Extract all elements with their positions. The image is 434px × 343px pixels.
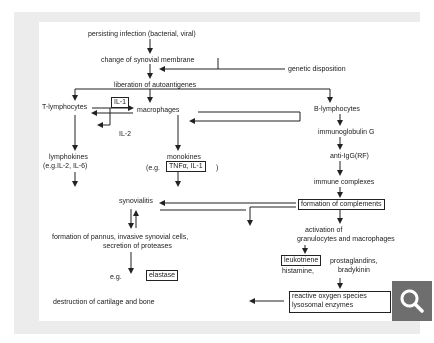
node-leukotriene-box: leukotriene <box>281 255 322 266</box>
node-prostaglandins: prostaglandins, <box>330 258 378 265</box>
node-eg: e.g. <box>110 274 122 281</box>
figure-frame <box>14 12 420 334</box>
node-reactive-box: reactive oxygen species lysosomal enzyme… <box>289 291 391 313</box>
node-monokines-eg-suffix: ) <box>216 165 219 172</box>
node-destruction: destruction of cartilage and bone <box>53 299 155 306</box>
node-pannus-1: formation of pannus, invasive synovial c… <box>52 234 189 241</box>
node-complements-box: formation of complements <box>298 199 385 210</box>
node-autoantigenes: liberation of autoantigenes <box>114 82 197 89</box>
node-immunoglobulin: immunoglobulin G <box>318 129 375 136</box>
node-reactive-line-1: reactive oxygen species <box>292 293 367 300</box>
node-il2: IL-2 <box>119 131 132 138</box>
node-macrophages: macrophages <box>137 107 180 114</box>
node-histamine: histamine, <box>282 268 314 275</box>
node-pannus-2: secretion of proteases <box>103 243 172 250</box>
node-immune-complexes: immune complexes <box>314 179 375 186</box>
node-il1-box: IL-1 <box>111 97 130 108</box>
zoom-button[interactable] <box>392 281 432 321</box>
node-activation-2: granulocytes and macrophages <box>297 236 395 243</box>
node-monokines: monokines <box>167 154 201 161</box>
node-anti-igg: anti-IgG(RF) <box>330 153 369 160</box>
node-b-lymphocytes: B-lymphocytes <box>314 106 360 113</box>
node-lymphokines-eg: (e.g.IL-2, IL-6) <box>43 163 88 170</box>
node-membrane: change of synovial membrane <box>101 57 195 64</box>
node-activation-1: activation of <box>305 227 343 234</box>
node-genetic: genetic disposition <box>288 66 346 73</box>
node-monokines-box: TNFα, IL-1 <box>166 161 206 172</box>
node-lymphokines: lymphokines <box>49 154 88 161</box>
node-synovialitis: synovialitis <box>119 198 153 205</box>
node-monokines-eg-prefix: (e.g. <box>146 165 161 172</box>
node-reactive-line-2: lysosomal enzymes <box>292 302 354 309</box>
magnifier-icon <box>400 289 424 313</box>
node-t-lymphocytes: T-lymphocytes <box>42 104 88 111</box>
node-bradykinin: bradykinin <box>338 267 370 274</box>
diagram-canvas <box>39 22 420 321</box>
node-infection: persisting infection (bacterial, viral) <box>88 31 196 38</box>
node-elastase-box: elastase <box>146 270 179 281</box>
